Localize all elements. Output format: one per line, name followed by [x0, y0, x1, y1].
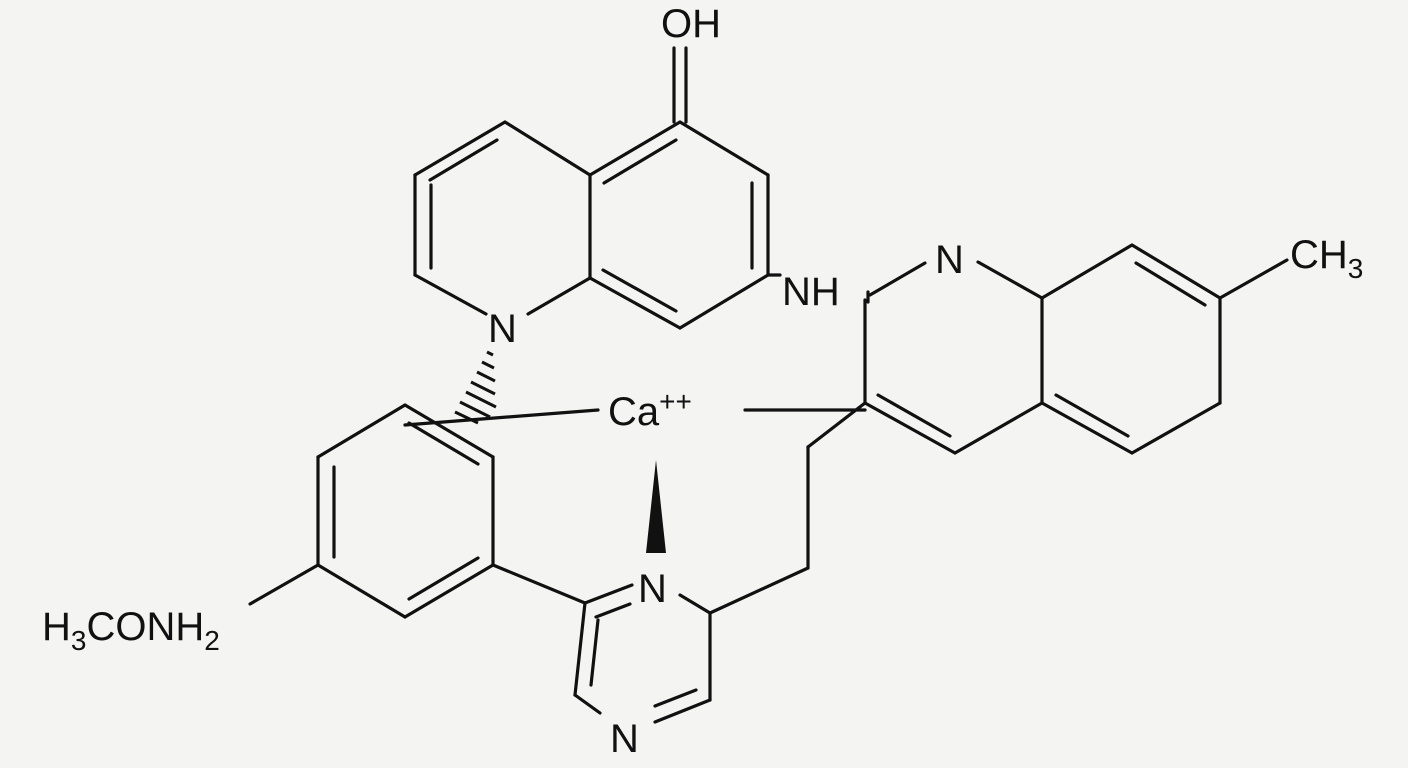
bond: [653, 688, 698, 708]
bond: [407, 421, 480, 466]
bond: [403, 403, 495, 459]
bond: [248, 563, 320, 606]
amine-nh-label: NH: [782, 270, 840, 314]
bond: [976, 260, 1044, 300]
bond: [1040, 243, 1134, 300]
bond: [601, 268, 678, 313]
bond: [589, 618, 600, 687]
bond: [491, 563, 587, 605]
bond: [1218, 258, 1289, 300]
bond: [407, 556, 480, 601]
bond: [653, 698, 712, 724]
bond: [588, 276, 682, 330]
hashed-wedge-bond: [454, 350, 497, 425]
bond: [403, 563, 495, 619]
bond: [526, 276, 592, 316]
calcium-ion-label: Ca++: [608, 386, 692, 434]
bond: [678, 593, 712, 615]
bond: [403, 408, 600, 427]
bond: [573, 693, 602, 715]
pyrazine-nitrogen-bottom-label: N: [610, 717, 639, 761]
amide-group-label: H3CONH2: [42, 605, 220, 656]
bond: [868, 261, 927, 297]
bond: [876, 393, 952, 438]
solid-wedge-bond: [646, 460, 666, 553]
bond: [316, 403, 407, 459]
bond: [413, 120, 507, 177]
pyrazine-nitrogen-top-label: N: [638, 567, 667, 611]
bond-lines: [248, 46, 1289, 724]
bond: [594, 602, 632, 619]
bond: [1134, 261, 1207, 307]
bond: [953, 401, 1044, 455]
bond: [503, 120, 592, 177]
bond: [1040, 401, 1134, 455]
bond: [1130, 401, 1222, 455]
ring-nitrogen-left-label: N: [488, 307, 517, 351]
bond: [428, 138, 499, 182]
bond: [1130, 243, 1222, 300]
hydroxyl-label: OH: [661, 2, 721, 46]
bond: [588, 120, 682, 177]
bond: [583, 583, 634, 605]
bond: [678, 273, 770, 330]
methyl-label: CH3: [1290, 233, 1363, 284]
bond: [678, 120, 770, 177]
bond: [708, 566, 810, 615]
bond: [413, 273, 488, 316]
bond: [573, 601, 587, 697]
ring-nitrogen-right-label: N: [935, 238, 964, 282]
bond: [1054, 393, 1130, 438]
bond: [602, 138, 678, 185]
bond: [316, 563, 407, 619]
bond: [863, 401, 957, 455]
